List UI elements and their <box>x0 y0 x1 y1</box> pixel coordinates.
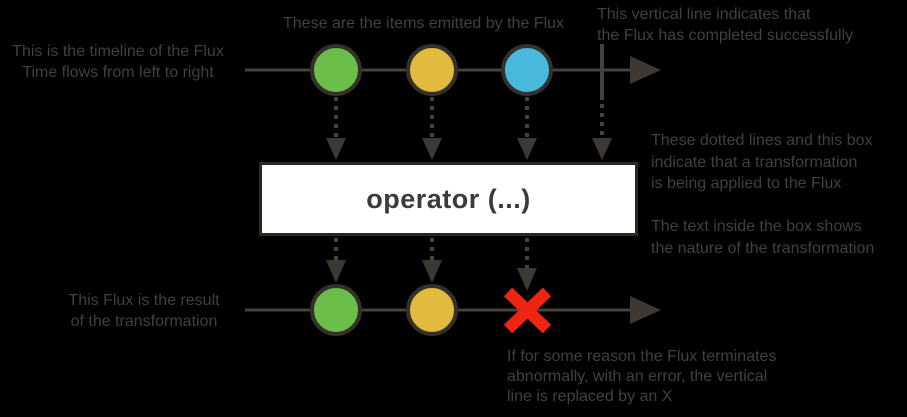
error-x-icon <box>503 287 552 334</box>
complete-note: This vertical line indicates that the Fl… <box>597 6 854 44</box>
timeline-note: This is the timeline of the Flux Time fl… <box>12 43 224 81</box>
items-note: These are the items emitted by the Flux <box>283 15 565 32</box>
source-marble-green <box>310 44 362 96</box>
result-note: This Flux is the result of the transform… <box>68 292 220 330</box>
dashed-arrowhead-in-3-icon <box>517 138 537 160</box>
error-note: If for some reason the Flux terminates a… <box>507 348 777 405</box>
dashed-arrowhead-out-2-icon <box>422 260 442 283</box>
dashed-arrowhead-out-3-icon <box>517 268 537 291</box>
operator-box: operator (...) <box>259 162 638 236</box>
dashed-arrowhead-out-1-icon <box>326 260 346 283</box>
result-marble-yellow <box>406 284 458 336</box>
source-marble-blue <box>501 44 553 96</box>
source-timeline-arrowhead-icon <box>630 56 661 84</box>
source-marble-yellow <box>406 44 458 96</box>
error-x-stroke-2 <box>503 287 552 334</box>
result-timeline-arrowhead-icon <box>630 296 661 324</box>
operator-label: operator (...) <box>366 183 531 214</box>
dashed-arrowhead-in-complete-icon <box>592 138 612 160</box>
transform-note: These dotted lines and this box indicate… <box>651 132 875 257</box>
dashed-arrowhead-in-1-icon <box>326 138 346 160</box>
dashed-arrowhead-in-2-icon <box>422 138 442 160</box>
result-marble-green <box>310 284 362 336</box>
